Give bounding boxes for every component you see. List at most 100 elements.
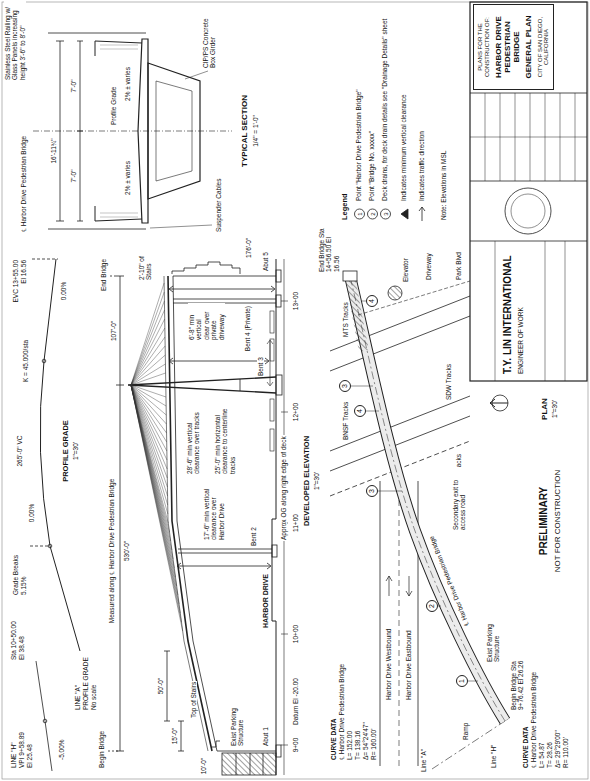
annotation-label: 265'-0" VC xyxy=(16,434,23,467)
annotation-label: LINE "H" xyxy=(10,741,17,769)
annotation-label: K = 45.000/sta xyxy=(22,339,29,383)
title-block-box: T.Y. LIN INTERNATIONALENGINEER OF WORK xyxy=(500,244,526,376)
annotation-label: TYPICAL SECTION xyxy=(240,94,249,168)
annotation-label: NOT FOR CONSTRUCTION xyxy=(553,469,562,574)
annotation-label: CIP/PS Concrete Box Girder xyxy=(202,5,217,69)
node-text: ENGINEER OF WORK xyxy=(517,246,524,374)
annotation-label: T= 28.26 xyxy=(546,741,553,769)
annotation-label: Suspender Cables xyxy=(215,178,222,233)
annotation-label: Exist Parking Structure xyxy=(230,700,245,747)
suspender-cable xyxy=(131,385,167,442)
annotation-label: 1/4" = 1'-0" xyxy=(252,114,259,148)
suspender-cable xyxy=(131,385,183,631)
annotation-label: 0.00% xyxy=(60,281,67,301)
suspender-cable xyxy=(131,385,178,595)
suspender-cable xyxy=(131,385,177,586)
annotation-label: Elevator xyxy=(402,257,409,283)
annotation-label: Begin Bridge xyxy=(98,730,105,769)
legend-row: Indicates minimum vertical clearance xyxy=(400,6,407,201)
annotation-label: 3 xyxy=(382,211,389,216)
suspender-cable xyxy=(131,385,167,460)
annotation-label: Driveway xyxy=(425,252,432,281)
annotation-label: 530'-0" xyxy=(123,540,130,562)
suspender-cable xyxy=(131,385,174,568)
suspender-cable xyxy=(131,283,164,385)
annotation-label: Line "A" xyxy=(420,748,427,773)
annotation-label: CURVE DATA xyxy=(330,717,337,761)
annotation-label: El 16.56 xyxy=(20,259,27,285)
annotation-label: 1"=30' xyxy=(551,399,558,419)
annotation-label: Datum El -20.00 xyxy=(292,677,299,726)
annotation-label: Exist Parking Structure xyxy=(486,606,501,663)
annotation-label: DEVELOPED ELEVATION xyxy=(303,435,312,527)
annotation-label: -5.00% xyxy=(58,738,65,761)
node-text: PLANS FOR THE CONSTRUCTION OF: xyxy=(477,8,491,86)
annotation-label: 2 xyxy=(369,211,376,216)
annotation-label: L= 54.87 xyxy=(538,742,545,769)
annotation-label: MTS Tracks xyxy=(342,301,349,338)
annotation-label: ℄ Harbor Drive Pedestrian Bridge xyxy=(20,135,27,233)
suspender-cable xyxy=(131,292,164,385)
annotation-label: El 38.48 xyxy=(18,635,25,661)
node-text: CITY OF SAN DIEGO, CALIFORNIA xyxy=(537,8,551,86)
callout-circle: 3 xyxy=(339,380,351,392)
suspender-cable xyxy=(131,385,166,415)
annotation-label: Abut 1 xyxy=(262,726,269,747)
annotation-label: Harbor Drive Westbound xyxy=(385,628,392,701)
annotation-label: R= 160.00' xyxy=(370,728,377,761)
annotation-label: BNSF Tracks xyxy=(342,401,349,441)
annotation-label: Grade Breaks xyxy=(12,554,19,596)
annotation-label: Approx OG along right edge of deck xyxy=(280,435,287,541)
annotation-label: PROFILE GRADE xyxy=(62,419,71,483)
title-block-box: PLANS FOR THE CONSTRUCTION OF:HARBOR DRI… xyxy=(473,4,554,90)
suspender-cable xyxy=(131,355,165,385)
callout-circle: 4 xyxy=(366,295,378,307)
callout-circle: 1 xyxy=(456,675,468,687)
node-text: HARBOR DRIVE PEDESTRIAN BRIDGE xyxy=(494,8,522,86)
node-text: 3 xyxy=(368,489,376,493)
annotation-label: Measured along ℄ Harbor Drive Pedestrian… xyxy=(108,478,115,625)
suspender-cable xyxy=(131,385,168,505)
annotation-label: T= 138.16 xyxy=(354,730,361,761)
suspender-cable xyxy=(131,385,180,613)
suspender-cable xyxy=(131,301,164,385)
annotation-label: PRELIMINARY xyxy=(538,486,550,557)
annotation-label: Δ= 54°24'47" xyxy=(362,721,369,761)
annotation-label: 1"=30' xyxy=(313,471,320,491)
node-text: 3 xyxy=(341,384,349,388)
suspender-cable xyxy=(131,385,175,577)
legend-text: Point "Bridge No. xxxxx" xyxy=(368,131,375,201)
suspender-cable xyxy=(131,385,171,541)
annotation-label: 10+00 xyxy=(292,624,299,644)
annotation-label: Secondary exit to access road xyxy=(452,467,467,531)
annotation-label: Harbor Drive Eastbound xyxy=(405,629,412,701)
annotation-label: VPI 9+58.89 xyxy=(18,731,25,769)
callout-circle: 4 xyxy=(354,405,366,417)
annotation-label: 17'-6" min vertical clearance over Harbo… xyxy=(203,479,225,541)
annotation-label: End Bridge xyxy=(100,258,107,292)
annotation-label: Δ= 29°29'00" xyxy=(554,729,561,769)
annotation-label: 176'-0" xyxy=(245,237,252,259)
annotation-label: 16'-11¾" xyxy=(50,137,57,164)
legend-text: Indicates minimum vertical clearance xyxy=(400,94,407,201)
annotation-label: Stainless Steel Railing w/ Glass Panels … xyxy=(4,1,26,81)
annotation-label: Legend xyxy=(341,192,350,221)
legend-row: Indicates traffic direction xyxy=(418,6,425,201)
annotation-label: CURVE DATA xyxy=(522,725,529,769)
node-text: T.Y. LIN INTERNATIONAL xyxy=(502,246,514,374)
annotation-label: ℄ Harbor Drive Pedestrian Bridge xyxy=(427,534,471,628)
annotation-label: Begin Bridge Sta 9+76.42 El 26.26 xyxy=(510,649,525,711)
annotation-label: 107'-0" xyxy=(110,320,117,342)
annotation-label: 2% ± varies xyxy=(124,160,131,196)
annotation-label: Ramp xyxy=(462,722,469,741)
annotation-label: Line "H" xyxy=(490,744,497,769)
annotation-label: 6'-8" min vertical clear over private dr… xyxy=(188,303,225,341)
annotation-label: 1"=30' xyxy=(72,441,79,461)
annotation-label: 9+00 xyxy=(292,737,299,754)
annotation-label: PLAN xyxy=(540,397,549,421)
annotation-label: 7'-0" xyxy=(70,79,77,94)
annotation-label: 2'-10" of Stairs xyxy=(138,243,153,281)
node-text: 4 xyxy=(356,409,364,413)
annotation-label: 25'-0" min horizontal clearance to cente… xyxy=(214,395,236,475)
